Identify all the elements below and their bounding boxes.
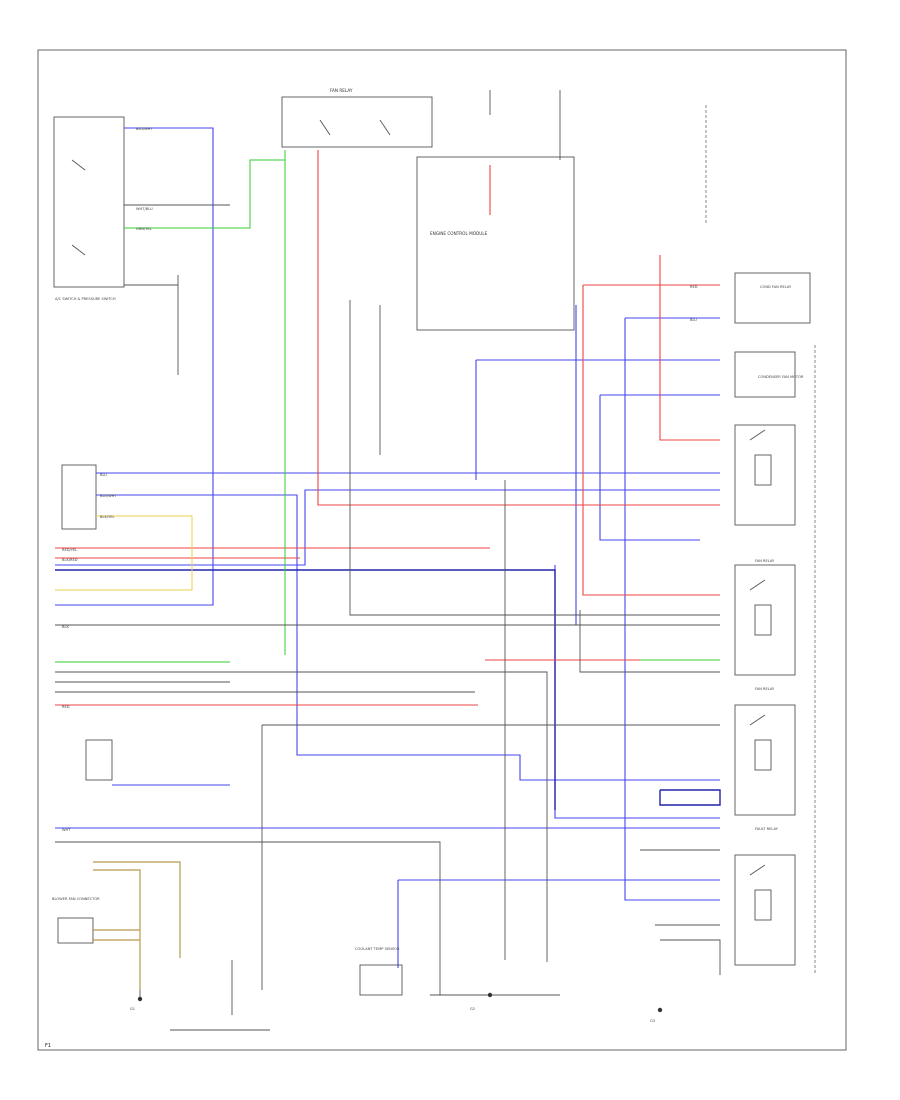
bottom-right-relay-box [734, 854, 796, 966]
wire-code: RED/YEL [62, 548, 77, 552]
wire-code: WHT [62, 828, 71, 832]
ground-icon: G3 [650, 1007, 663, 1023]
diagram-frame [37, 49, 847, 1051]
fan-relay-a-box [734, 424, 796, 526]
fan-relay-b-box [734, 564, 796, 676]
wire-code: BLK [62, 625, 69, 629]
wire-code: BLK/YEL [100, 515, 115, 519]
sensor-label: COOLANT TEMP SENSOR [355, 947, 400, 951]
svg-text:G3: G3 [650, 1019, 655, 1023]
cond-fan-relay-label: COND FAN RELAY [760, 285, 792, 289]
wire-code: RED [62, 705, 70, 709]
wire-code: BLU/WHT [100, 494, 117, 498]
wire-code: RED [690, 285, 698, 289]
wire-code: WHT/BLU [136, 207, 153, 211]
lower-connector-box [57, 917, 94, 944]
fault-relay-label: FAULT RELAY [755, 827, 779, 831]
ecm-label: ENGINE CONTROL MODULE [430, 231, 488, 236]
fan-relay-b-label: FAN RELAY [755, 559, 775, 563]
top-relay-box [281, 96, 433, 148]
connector-left-label: BLOWER FAN CONNECTOR [52, 897, 100, 901]
ac-switch-label: A/C SWITCH & PRESSURE SWITCH [55, 297, 116, 301]
ground-icon: G2 [470, 992, 493, 1011]
fan-relay-c-label: FAN RELAY [755, 687, 775, 691]
ac-switch-box [53, 116, 125, 288]
wire-code: BLK/RED [62, 558, 78, 562]
cond-fan-motor-label: CONDENSER FAN MOTOR [758, 375, 804, 379]
ecm-box [416, 156, 575, 331]
cond-fan-motor-box [734, 351, 796, 398]
wire-code: BLU/WHT [136, 127, 153, 131]
mid-left-connector [61, 464, 97, 530]
ground-icon: G1 [130, 990, 143, 1011]
svg-text:G1: G1 [130, 1007, 135, 1011]
top-relay-label: FAN RELAY [330, 88, 353, 93]
page-code: F1 [45, 1043, 51, 1049]
wire-code: GRN/YEL [136, 227, 152, 231]
wire-code: BLU [100, 473, 107, 477]
fault-relay-box [734, 704, 796, 816]
sensor-box [359, 964, 403, 996]
wire-code: BLU [690, 318, 697, 322]
cond-fan-relay-box [734, 272, 811, 324]
svg-text:G2: G2 [470, 1007, 475, 1011]
blower-connector-box [85, 739, 113, 781]
